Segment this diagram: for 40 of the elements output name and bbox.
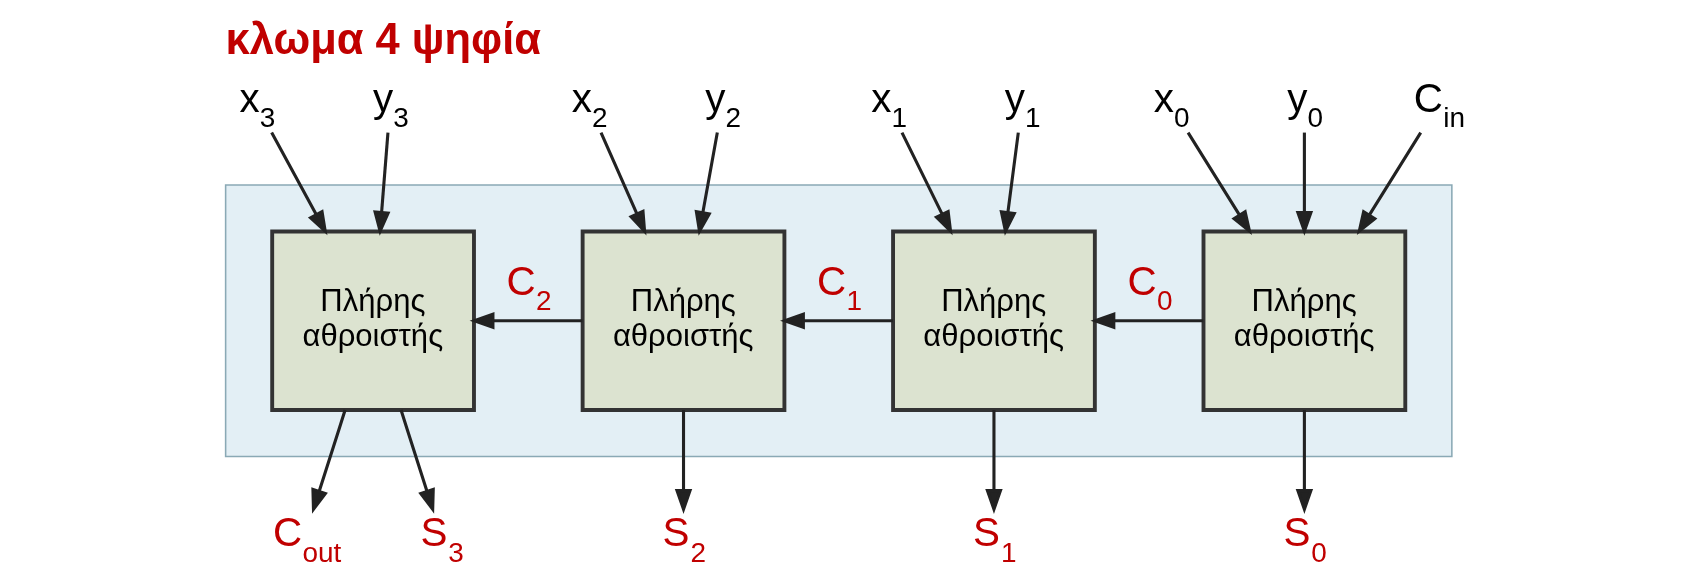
node-box: Πλήρης αθροιστής: [890, 229, 1097, 412]
node-box: Πλήρης αθροιστής: [269, 229, 476, 412]
node-text: y$_{1}$: [1004, 74, 1041, 134]
node-text: S$_{1}$: [972, 509, 1016, 568]
arrow: [1295, 410, 1313, 514]
node-text: S$_{2}$: [662, 509, 706, 568]
node-text: S$_{0}$: [1282, 509, 1327, 568]
arrow: [1295, 132, 1313, 236]
arrow: [998, 132, 1020, 236]
arrow: [674, 410, 692, 514]
node-box: Πλήρης αθροιστής: [1201, 229, 1407, 412]
node-text: y$_{2}$: [704, 74, 741, 134]
arrow: [399, 409, 435, 514]
edge-label: C$_{1}$: [816, 257, 862, 317]
node-text: x$_{3}$: [239, 74, 275, 134]
arrow: [984, 410, 1003, 514]
arrow: [900, 131, 953, 236]
edge-label: C$_{2}$: [506, 257, 552, 317]
node-text: y$_{0}$: [1286, 74, 1323, 134]
node-box: Πλήρης αθροιστής: [580, 229, 786, 412]
node-text: C$_{out}$: [272, 509, 341, 568]
arrow: [779, 312, 893, 330]
node-text: x$_{2}$: [571, 74, 607, 134]
node-text: C$_{in}$: [1413, 74, 1465, 134]
arrow: [1356, 131, 1422, 236]
arrow: [372, 132, 390, 236]
node-text: x$_{1}$: [870, 74, 907, 134]
arrow: [694, 132, 719, 236]
edge-label: C$_{0}$: [1126, 257, 1172, 317]
arrow: [310, 409, 347, 514]
node-text: y$_{3}$: [372, 74, 409, 134]
diagram-title: κλωμα 4 ψηφία: [225, 14, 541, 63]
arrow: [1090, 312, 1203, 330]
arrow: [469, 312, 582, 330]
node-text: S$_{3}$: [419, 509, 464, 568]
node-text: x$_{0}$: [1153, 74, 1190, 134]
arrow: [1186, 131, 1252, 236]
cluster: [224, 184, 1453, 458]
arrow: [599, 131, 646, 236]
arrow: [269, 131, 327, 236]
